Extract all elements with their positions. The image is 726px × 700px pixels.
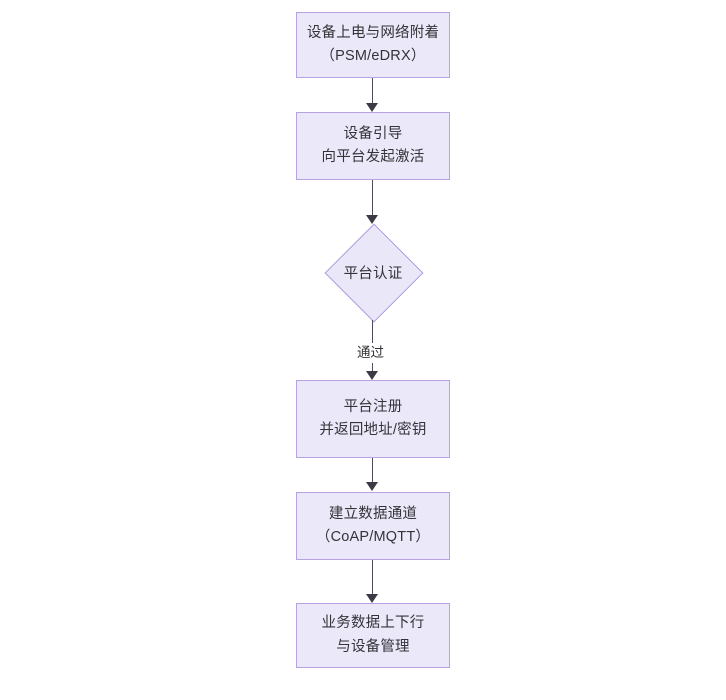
flow-node-line1: 设备引导	[343, 125, 403, 142]
flow-node-line2: （PSM/eDRX）	[320, 48, 426, 64]
flow-node-line1: 业务数据上下行	[321, 615, 425, 632]
flow-node-line1: 平台注册	[343, 398, 403, 415]
flow-edge-n2-n3-line	[372, 180, 373, 216]
flow-edge-label-pass: 通过	[355, 343, 386, 363]
flow-edge-n1-n2-line	[372, 78, 373, 104]
flow-edge-n5-n6-arrowhead	[366, 594, 378, 603]
flow-node-platform-registration[interactable]: 平台注册 并返回地址/密钥	[296, 380, 450, 458]
flow-edge-n3-n4-arrowhead	[366, 371, 378, 380]
flow-node-power-on-network-attach[interactable]: 设备上电与网络附着 （PSM/eDRX）	[296, 12, 450, 78]
flow-node-line1: 设备上电与网络附着	[306, 24, 440, 41]
flow-node-line2: 与设备管理	[336, 638, 410, 655]
flow-edge-n1-n2-arrowhead	[366, 103, 378, 112]
flow-node-line2: （CoAP/MQTT）	[315, 529, 431, 545]
flow-node-business-data-and-device-management[interactable]: 业务数据上下行 与设备管理	[296, 603, 450, 668]
flow-node-line2: 并返回地址/密钥	[319, 422, 427, 438]
flow-edge-n5-n6-line	[372, 560, 373, 595]
flow-edge-n4-n5-arrowhead	[366, 482, 378, 491]
flow-node-line2: 向平台发起激活	[321, 149, 425, 165]
flow-edge-n2-n3-arrowhead	[366, 215, 378, 224]
flow-node-platform-authentication[interactable]: 平台认证	[324, 223, 424, 323]
flow-node-line1: 建立数据通道	[328, 505, 418, 522]
flow-node-establish-data-channel[interactable]: 建立数据通道 （CoAP/MQTT）	[296, 492, 450, 560]
flow-node-device-bootstrap[interactable]: 设备引导 向平台发起激活	[296, 112, 450, 180]
flow-edge-n4-n5-line	[372, 458, 373, 483]
flow-node-line1: 平台认证	[343, 265, 403, 282]
